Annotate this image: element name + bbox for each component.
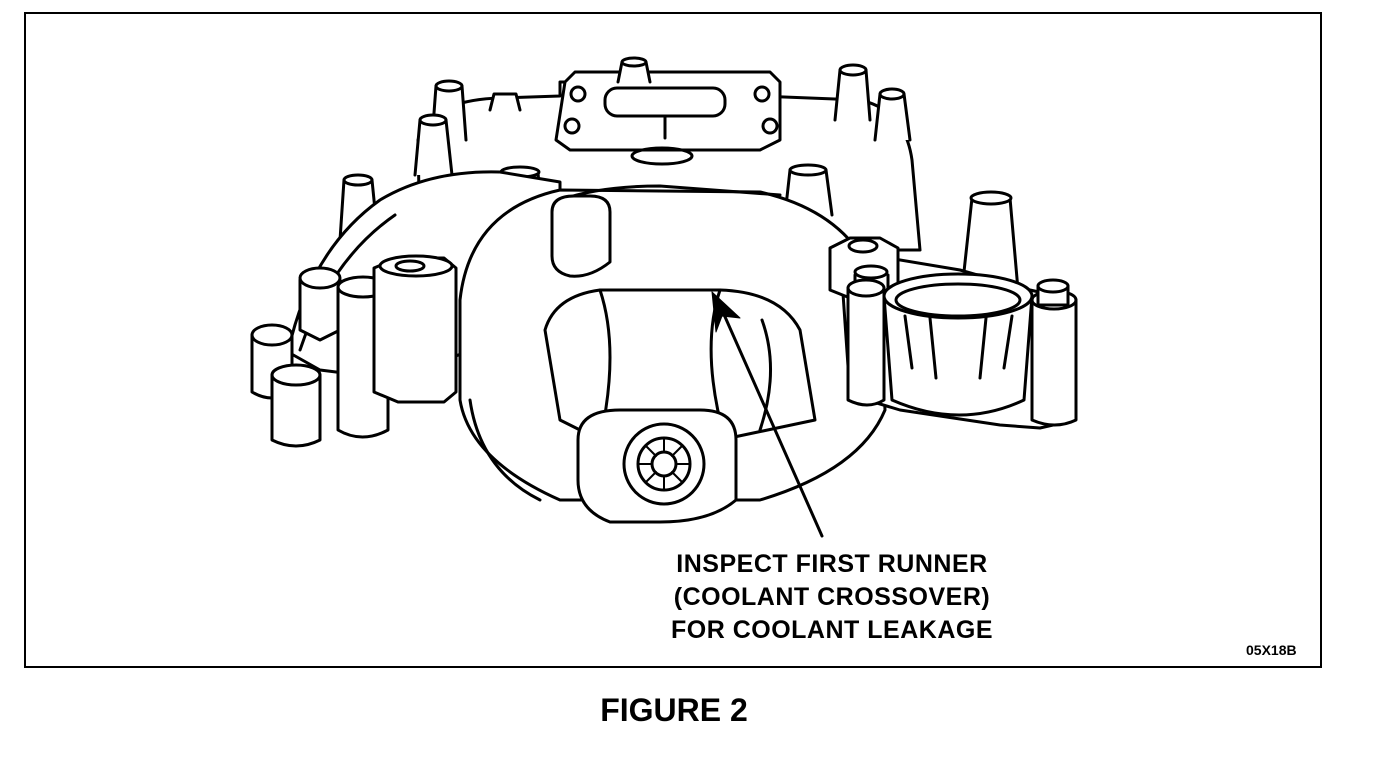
figure-caption: FIGURE 2	[600, 692, 748, 728]
first-runner-opening	[543, 288, 817, 442]
mounting-studs	[338, 56, 1020, 292]
callout-arrow	[711, 291, 824, 538]
callout-text: INSPECT FIRST RUNNER (COOLANT CROSSOVER)…	[632, 548, 1032, 647]
callout-line-1: INSPECT FIRST RUNNER	[676, 550, 988, 578]
thermostat-housing	[882, 272, 1034, 417]
callout-line-2: (COOLANT CROSSOVER)	[673, 583, 991, 611]
figure-reference-code: 05X18B	[1246, 642, 1297, 658]
callout-line-3: FOR COOLANT LEAKAGE	[671, 616, 993, 644]
